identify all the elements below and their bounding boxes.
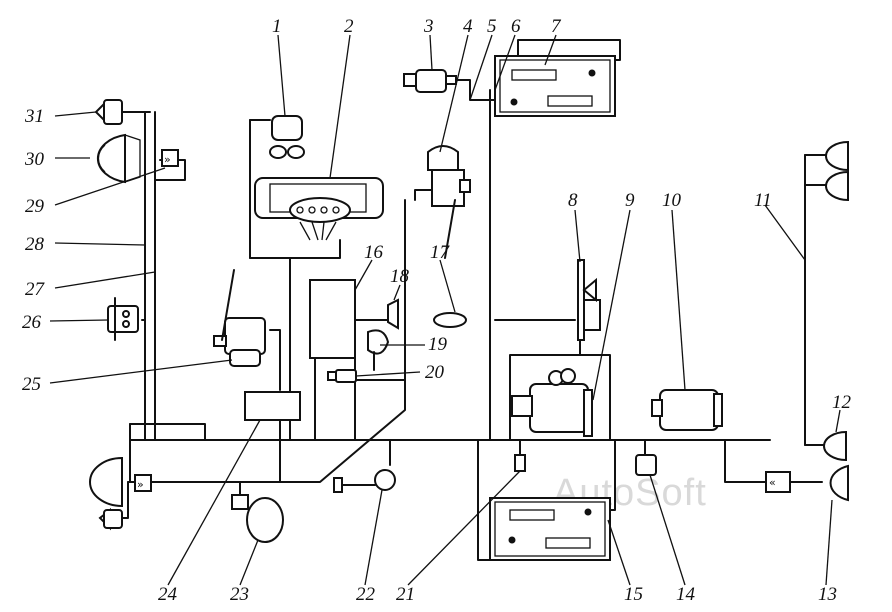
fog-lamp-23	[231, 494, 284, 543]
label-14: 14	[676, 584, 696, 605]
generator-10	[651, 389, 723, 431]
connector-right: «	[765, 471, 791, 493]
switch-26	[107, 297, 139, 341]
label-24: 24	[158, 584, 178, 605]
label-17: 17	[430, 242, 451, 263]
label-15: 15	[624, 584, 643, 605]
label-8: 8	[568, 190, 578, 211]
switch-18	[387, 298, 399, 330]
regulator-8	[577, 259, 601, 341]
label-3: 3	[423, 16, 434, 37]
label-20: 20	[425, 362, 445, 383]
label-12: 12	[832, 392, 852, 413]
lamp-12	[823, 430, 847, 462]
relay-4	[427, 145, 471, 207]
components: »	[89, 55, 849, 561]
label-5: 5	[487, 16, 497, 37]
label-2: 2	[344, 16, 354, 37]
block-24	[244, 391, 301, 421]
label-7: 7	[551, 16, 562, 37]
gauge-22	[333, 469, 396, 493]
side-lamp-31	[94, 99, 123, 125]
label-27: 27	[25, 279, 46, 300]
lamp-right-top-a	[825, 140, 849, 172]
horn-19	[367, 329, 390, 371]
svg-text:«: «	[769, 476, 776, 489]
sensor-21	[514, 454, 526, 472]
label-16: 16	[364, 242, 384, 263]
battery-upper-7	[494, 55, 616, 117]
label-22: 22	[356, 584, 376, 605]
sensor-20	[327, 369, 357, 383]
label-4: 4	[463, 16, 473, 37]
fan-motor-1	[269, 115, 305, 159]
block-16	[309, 279, 356, 359]
starter-9	[511, 368, 593, 437]
label-9: 9	[625, 190, 635, 211]
label-29: 29	[25, 196, 45, 217]
label-1: 1	[272, 16, 282, 37]
headlamp-left-lower: »	[89, 456, 152, 531]
label-10: 10	[662, 190, 682, 211]
label-23: 23	[230, 584, 249, 605]
label-21: 21	[396, 584, 415, 605]
label-19: 19	[428, 334, 448, 355]
sensor-3	[403, 69, 457, 93]
headlamp-30	[96, 133, 141, 184]
label-13: 13	[818, 584, 837, 605]
label-25: 25	[22, 374, 41, 395]
label-31: 31	[24, 106, 44, 127]
label-11: 11	[754, 190, 772, 211]
connector-29: »	[161, 149, 179, 167]
label-6: 6	[511, 16, 521, 37]
lamp-right-top-b	[825, 170, 849, 202]
svg-text:»: »	[164, 153, 171, 166]
label-28: 28	[25, 234, 45, 255]
label-18: 18	[390, 266, 410, 287]
svg-text:»: »	[137, 478, 144, 491]
wiper-motor-25	[213, 269, 266, 367]
harness-wires	[119, 39, 831, 561]
label-26: 26	[22, 312, 42, 333]
battery-lower-15	[489, 497, 611, 561]
labels: 1 2 3 4 5 6 7 8 9 10 11 12 13 14 15 16 1…	[22, 16, 852, 605]
heater-2	[254, 177, 384, 241]
leader-lines	[49, 34, 841, 586]
lamp-17	[433, 199, 467, 328]
lamp-13	[829, 464, 849, 502]
label-30: 30	[24, 149, 45, 170]
relay-14	[635, 454, 657, 476]
